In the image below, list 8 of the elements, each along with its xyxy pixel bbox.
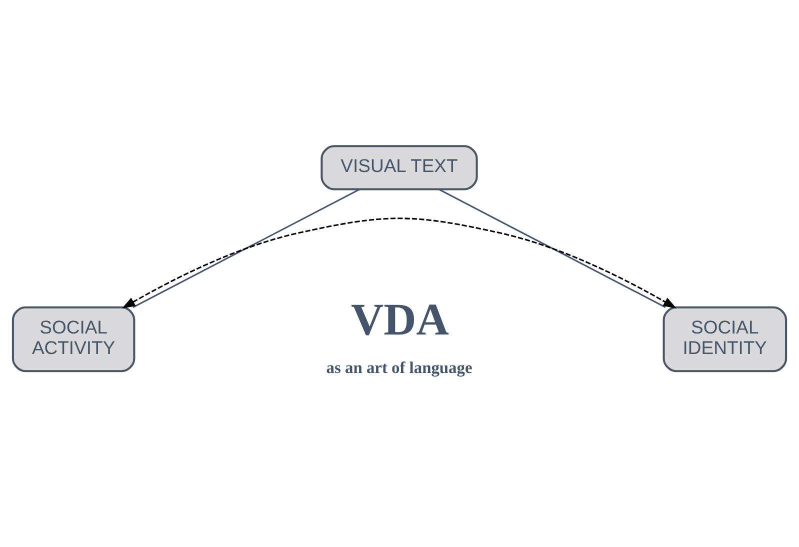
node-box: SOCIAL IDENTITY — [662, 306, 788, 372]
connector — [132, 188, 360, 308]
node-box: SOCIAL ACTIVITY — [12, 306, 136, 372]
label: VDA — [350, 294, 449, 344]
connector — [438, 188, 666, 308]
node-box: VISUAL TEXT — [320, 145, 478, 190]
arrow — [122, 218, 677, 309]
label: as an art of language — [326, 358, 472, 377]
